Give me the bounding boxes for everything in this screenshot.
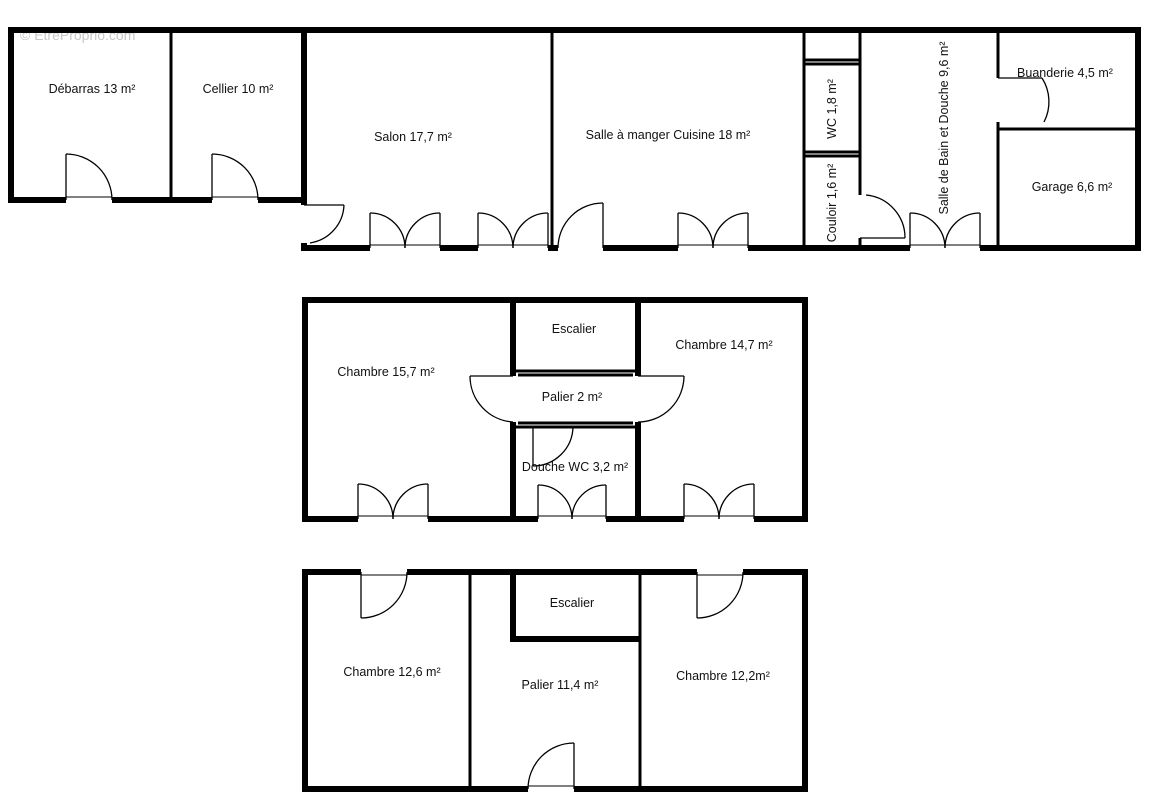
cuisine-french-door[interactable] <box>677 212 749 252</box>
room-label-chambre-12-2: Chambre 12,2m² <box>676 669 770 683</box>
room-label-debarras: Débarras 13 m² <box>49 82 136 96</box>
sdb-door-1[interactable] <box>856 194 906 239</box>
cellier-door[interactable] <box>211 153 259 201</box>
cuisine-door-1[interactable] <box>557 202 604 252</box>
room-label-chambre-15-7: Chambre 15,7 m² <box>337 365 434 379</box>
chambre-12-2-door[interactable] <box>696 568 744 619</box>
room-label-wc: WC 1,8 m² <box>825 79 839 139</box>
palier-bottom-door[interactable] <box>527 742 575 793</box>
salon-french-door-1[interactable] <box>369 212 441 252</box>
room-label-garage: Garage 6,6 m² <box>1032 180 1113 194</box>
second-floor: Chambre 12,6 m² Escalier Palier 11,4 m² … <box>302 568 808 793</box>
room-label-buanderie: Buanderie 4,5 m² <box>1017 66 1113 80</box>
room-label-salle-de-bain: Salle de Bain et Douche 9,6 m² <box>937 41 951 214</box>
salon-side-door[interactable] <box>309 204 345 244</box>
chambre-12-6-door[interactable] <box>360 568 408 619</box>
room-label-douche-wc: Douche WC 3,2 m² <box>522 460 628 474</box>
first-floor: Chambre 15,7 m² Escalier Palier 2 m² Dou… <box>302 297 808 523</box>
debarras-door[interactable] <box>65 153 113 201</box>
room-label-salon: Salon 17,7 m² <box>374 130 452 144</box>
debarras-cellier-walls <box>8 27 307 203</box>
buanderie-door[interactable] <box>994 77 1050 123</box>
ground-floor: Débarras 13 m² Cellier 10 m² Salon 17,7 … <box>8 27 1141 252</box>
chambre-15-7-window[interactable] <box>357 483 429 523</box>
escalier-walls-2 <box>510 572 640 642</box>
room-label-escalier-1: Escalier <box>552 322 596 336</box>
salon-french-door-2[interactable] <box>477 212 549 252</box>
sdb-french-door[interactable] <box>909 212 981 252</box>
room-label-chambre-12-6: Chambre 12,6 m² <box>343 665 440 679</box>
room-label-cellier: Cellier 10 m² <box>203 82 274 96</box>
room-label-escalier-2: Escalier <box>550 596 594 610</box>
chambre-14-7-window[interactable] <box>683 483 755 523</box>
room-label-palier-2: Palier 11,4 m² <box>522 678 599 692</box>
room-label-palier-1: Palier 2 m² <box>542 390 602 404</box>
room-label-salle-a-manger: Salle à manger Cuisine 18 m² <box>586 128 751 142</box>
room-label-chambre-14-7: Chambre 14,7 m² <box>675 338 772 352</box>
douche-door[interactable] <box>532 426 574 467</box>
room-label-couloir: Couloir 1,6 m² <box>825 164 839 243</box>
palier-door-right[interactable] <box>634 375 685 423</box>
douche-wc-window[interactable] <box>537 484 607 523</box>
palier-door-left[interactable] <box>469 375 517 423</box>
